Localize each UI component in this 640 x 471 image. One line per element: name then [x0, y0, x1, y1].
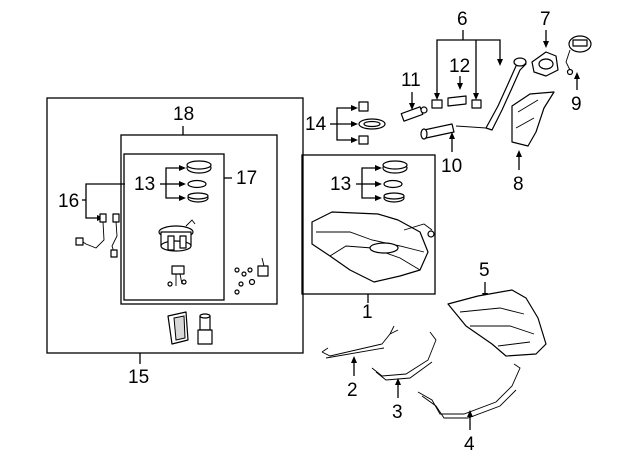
callout-13-tank: 13: [330, 174, 351, 195]
part-11-valve: [400, 106, 428, 122]
part-7-filler-housing: [531, 51, 559, 77]
box-18-pump-assembly: [120, 134, 278, 305]
callout-12: 12: [449, 56, 470, 77]
callout-1: 1: [362, 302, 373, 323]
callout-15: 15: [128, 367, 149, 388]
box-15-fuel-pump-kit: [46, 97, 304, 354]
callout-6: 6: [457, 9, 468, 30]
callout-10: 10: [441, 156, 462, 177]
part-6-filler-pipe: [420, 57, 527, 140]
part-15-filter-and-pump: [167, 311, 213, 345]
part-17-pump-module: [158, 219, 196, 287]
box-17-pump-module: [123, 153, 225, 301]
part-13-seals-pump: [186, 160, 212, 203]
part-16-wire-harness: [75, 213, 120, 258]
part-2-tank-strap: [321, 325, 399, 359]
part-5-tank-protector: [447, 289, 547, 357]
callout-17: 17: [236, 168, 257, 189]
part-14-filler-seals: [358, 101, 386, 145]
callout-4: 4: [464, 434, 475, 455]
callout-18: 18: [173, 104, 194, 125]
callout-3: 3: [392, 402, 403, 423]
callout-11: 11: [401, 70, 421, 91]
part-1-fuel-tank: [311, 211, 435, 283]
part-8-heat-shield: [511, 91, 555, 147]
callout-14: 14: [305, 114, 327, 135]
callout-7: 7: [540, 9, 551, 30]
callout-5: 5: [479, 260, 490, 281]
part-13-seals-tank: [382, 160, 408, 203]
leader-lines: [82, 30, 580, 430]
part-18-small-fittings: [234, 257, 269, 295]
part-3-tank-strap: [371, 331, 437, 381]
part-4-tank-strap: [417, 363, 521, 419]
callout-16: 16: [58, 191, 79, 212]
callout-13-pump: 13: [134, 174, 155, 195]
callout-labels: 1 2 3 4 5 6 7 8 9 10 11 12 13 13 14 15 1…: [58, 9, 582, 455]
callout-8: 8: [513, 174, 524, 195]
part-9-fuel-cap: [565, 35, 592, 76]
callout-2: 2: [347, 380, 358, 401]
callout-9: 9: [571, 94, 582, 115]
